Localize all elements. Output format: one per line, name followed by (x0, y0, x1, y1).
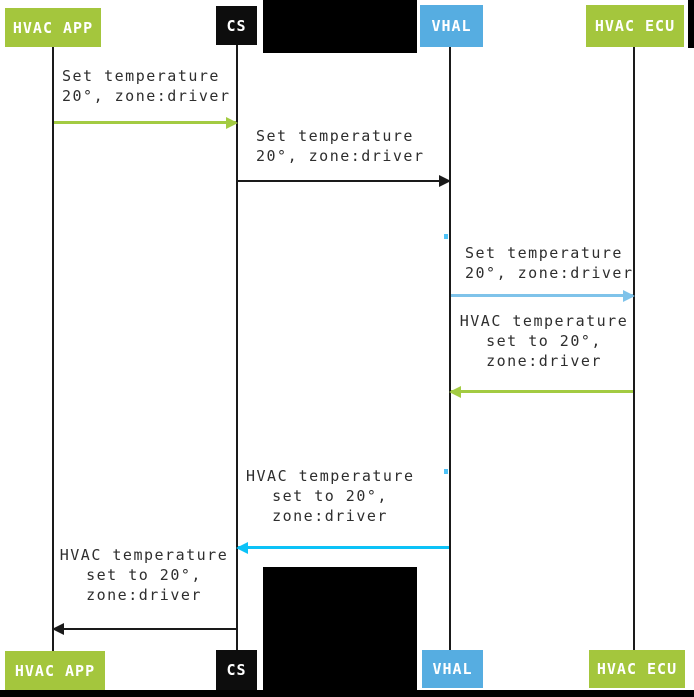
message-line: HVAC temperature (459, 312, 629, 330)
message-line: zone:driver (86, 586, 202, 604)
message-line: HVAC temperature (246, 467, 415, 485)
message-3-arrow (451, 294, 633, 297)
actor-label: VHAL (431, 17, 472, 35)
actor-bottom-cs: CS (216, 650, 257, 690)
message-1-arrow (54, 121, 236, 124)
message-1-label: Set temperature 20°, zone:driver (62, 66, 231, 106)
message-line: HVAC temperature (59, 546, 229, 564)
actor-label: HVAC ECU (594, 17, 676, 35)
actor-bottom-hvac-ecu: HVAC ECU (589, 650, 685, 688)
redaction-box-top (263, 0, 417, 53)
message-line: Set temperature (62, 67, 220, 85)
message-3-label: Set temperature 20°, zone:driver (465, 243, 634, 283)
actor-top-hvac-ecu: HVAC ECU (586, 5, 684, 47)
message-line: zone:driver (486, 352, 602, 370)
actor-label: HVAC APP (12, 18, 94, 37)
message-line: 20°, zone:driver (256, 147, 425, 165)
actor-top-cs: CS (216, 6, 257, 45)
actor-bottom-hvac-app: HVAC APP (5, 651, 105, 690)
actor-bottom-vhal: VHAL (422, 650, 483, 688)
lifeline-vhal (449, 47, 451, 650)
message-6-arrow (54, 628, 236, 630)
vhal-activation-tick (444, 469, 448, 474)
message-line: set to 20°, (86, 566, 202, 584)
message-6-label: HVAC temperature set to 20°, zone:driver (58, 545, 230, 605)
message-line: 20°, zone:driver (62, 87, 231, 105)
message-5-label: HVAC temperature set to 20°, zone:driver (246, 466, 414, 526)
actor-label: CS (226, 661, 247, 679)
message-line: Set temperature (256, 127, 414, 145)
message-line: set to 20°, (272, 487, 388, 505)
lifeline-cs (236, 45, 238, 652)
vhal-activation-tick (444, 234, 448, 239)
message-2-label: Set temperature 20°, zone:driver (256, 126, 425, 166)
actor-label: HVAC APP (14, 661, 96, 680)
actor-label: VHAL (432, 660, 473, 678)
actor-top-vhal: VHAL (420, 5, 483, 47)
actor-label: HVAC ECU (596, 660, 678, 678)
redaction-box-top-right (688, 0, 694, 48)
lifeline-hvac-ecu (633, 47, 635, 650)
message-line: set to 20°, (486, 332, 602, 350)
redaction-box-bottom-middle (263, 567, 417, 697)
message-4-label: HVAC temperature set to 20°, zone:driver (458, 311, 630, 371)
lifeline-hvac-app (52, 45, 54, 652)
actor-label: CS (226, 16, 247, 35)
message-2-arrow (238, 180, 449, 182)
actor-top-hvac-app: HVAC APP (5, 8, 101, 47)
message-line: 20°, zone:driver (465, 264, 634, 282)
message-4-arrow (451, 390, 633, 393)
message-line: zone:driver (272, 507, 388, 525)
message-5-arrow (238, 546, 449, 549)
message-line: Set temperature (465, 244, 623, 262)
redaction-bar-bottom (0, 690, 694, 697)
